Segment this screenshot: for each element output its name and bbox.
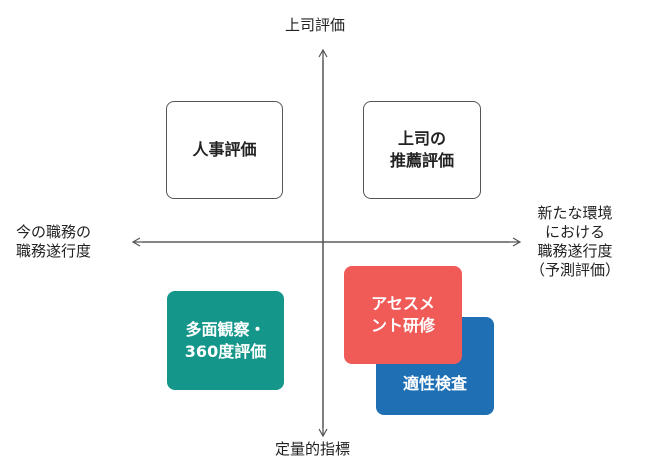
axis-label-right: 新たな環境 における 職務遂行度 （予測評価）	[530, 204, 621, 279]
box-tamen-kansatsu: 多面観察・ 360度評価	[167, 291, 284, 390]
axis-label-left: 今の職務の 職務遂行度	[16, 223, 92, 260]
box-assessment-kenshu: アセスメ ント研修	[344, 266, 462, 364]
box-joshi-suisen: 上司の 推薦評価	[363, 101, 481, 199]
box-jinji-hyouka: 人事評価	[166, 101, 283, 199]
axis-label-top: 上司評価	[285, 16, 346, 34]
